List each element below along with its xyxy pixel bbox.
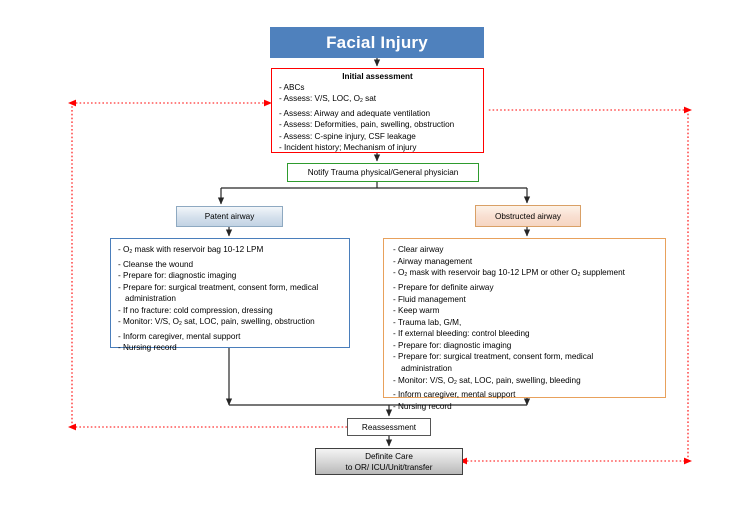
list-item: - Prepare for: diagnostic imaging — [118, 271, 237, 281]
list-item: - Fluid management — [393, 294, 466, 304]
list-item: - Clear airway — [393, 245, 444, 254]
initial-assessment-heading: Initial assessment — [342, 72, 413, 81]
notify-trauma-physician-box: Notify Trauma physical/General physician — [287, 163, 479, 182]
list-item: - Prepare for: diagnostic imaging — [393, 340, 512, 350]
list-item: - Incident history; Mechanism of injury — [279, 143, 417, 153]
list-item: - Monitor: V/S, O2 sat, LOC, pain, swell… — [118, 317, 315, 328]
definite-care-line1: Definite Care — [365, 451, 413, 461]
list-item: - Keep warm — [393, 306, 440, 316]
reassessment-label: Reassessment — [361, 422, 417, 432]
list-item: - O2 mask with reservoir bag 10-12 LPM o… — [393, 268, 625, 279]
list-item: - Assess: Deformities, pain, swelling, o… — [279, 120, 455, 130]
list-item: - O2 mask with reservoir bag 10-12 LPM — [118, 245, 264, 256]
list-item: - Assess: V/S, LOC, O2 sat — [279, 94, 377, 105]
list-item: - ABCs — [279, 83, 305, 92]
definite-care-line2: to OR/ ICU/Unit/transfer — [345, 462, 433, 472]
branch-patent-airway: Patent airway — [176, 206, 283, 227]
list-item: - Assess: C-spine injury, CSF leakage — [279, 131, 416, 141]
page-title-label: Facial Injury — [326, 32, 428, 52]
list-item: - Airway management — [393, 256, 473, 266]
obstructed-airway-actions-box: - Clear airway - Airway management - O2 … — [383, 238, 666, 411]
initial-assessment-list: - ABCs - Assess: V/S, LOC, O2 sat - Asse… — [272, 82, 483, 154]
notify-label: Notify Trauma physical/General physician — [307, 168, 459, 177]
list-item: - If external bleeding: control bleeding — [393, 329, 530, 339]
patent-airway-actions-list: - O2 mask with reservoir bag 10-12 LPM -… — [111, 244, 349, 354]
feedback-right-corner-arrow — [684, 457, 692, 465]
page-title: Facial Injury — [270, 27, 484, 58]
list-item: - Cleanse the wound — [118, 259, 194, 269]
list-item: - Nursing record — [393, 401, 452, 411]
feedback-left-corner-arrow — [68, 423, 76, 431]
branch-obstructed-airway-label: Obstructed airway — [495, 211, 561, 221]
branch-obstructed-airway: Obstructed airway — [475, 205, 581, 227]
initial-assessment-box: Initial assessment - ABCs - Assess: V/S,… — [271, 68, 484, 153]
feedback-left-top-arrow — [68, 99, 76, 107]
list-item: - Prepare for: surgical treatment, conse… — [118, 282, 319, 304]
patent-airway-actions-box: - O2 mask with reservoir bag 10-12 LPM -… — [110, 238, 350, 352]
definite-care-box: Definite Care to OR/ ICU/Unit/transfer — [315, 448, 463, 475]
list-item: - Inform caregiver, mental support — [393, 390, 516, 400]
feedback-right-top-arrow — [684, 106, 692, 114]
list-item: - Nursing record — [118, 343, 177, 353]
list-item: - Assess: Airway and adequate ventilatio… — [279, 108, 431, 118]
list-item: - Prepare for definite airway — [393, 282, 494, 292]
list-item: - If no fracture: cold compression, dres… — [118, 305, 273, 315]
branch-patent-airway-label: Patent airway — [204, 212, 255, 221]
list-item: - Trauma lab, G/M, — [393, 317, 462, 327]
list-item: - Monitor: V/S, O2 sat, LOC, pain, swell… — [393, 375, 581, 386]
list-item: - Prepare for: surgical treatment, conse… — [393, 352, 594, 374]
list-item: - Inform caregiver, mental support — [118, 331, 241, 341]
obstructed-airway-actions-list: - Clear airway - Airway management - O2 … — [384, 244, 665, 413]
reassessment-box: Reassessment — [347, 418, 431, 436]
